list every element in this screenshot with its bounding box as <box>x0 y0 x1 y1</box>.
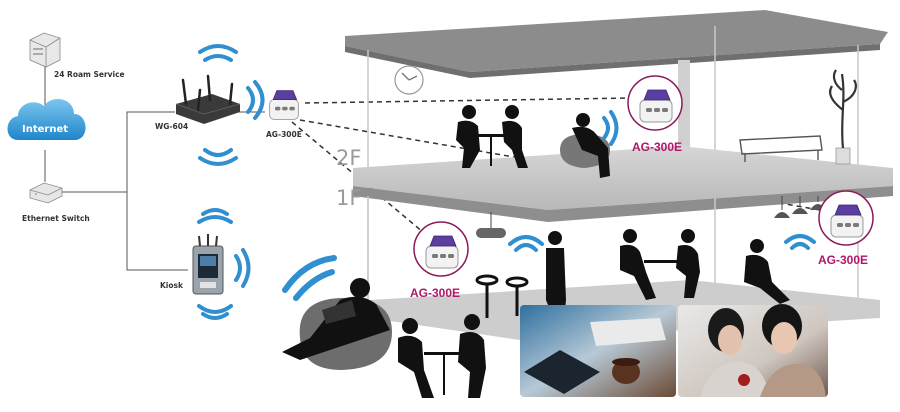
internet-cloud-icon <box>7 99 86 140</box>
photo-women <box>678 304 828 397</box>
printer-2f-label: AG-300E <box>632 140 683 154</box>
printer-1f-icon <box>413 221 469 277</box>
printer-right-label: AG-300E <box>818 253 869 267</box>
access-point-label: WG-604 <box>155 122 189 131</box>
printer-right-icon <box>818 190 874 246</box>
network-links <box>44 60 265 271</box>
wifi-signal-icons <box>197 44 265 320</box>
ethernet-switch-label: Ethernet Switch <box>22 214 90 223</box>
photo-laptop <box>520 305 676 397</box>
printer-1f-label: AG-300E <box>410 286 461 300</box>
floor-1f-label: 1F <box>336 186 362 210</box>
internet-label: Internet <box>22 124 69 135</box>
printer-main-label: AG-300E <box>266 130 302 139</box>
kiosk-label: Kiosk <box>160 281 183 290</box>
server-icon <box>29 32 61 68</box>
kiosk-icon <box>192 234 224 295</box>
printer-2f-icon <box>627 75 683 131</box>
printer-main-icon <box>269 90 299 120</box>
wifi-signal-icons-building <box>282 110 816 301</box>
ethernet-switch-icon <box>29 182 63 204</box>
access-point-icon <box>175 74 241 124</box>
floor-2f-label: 2F <box>336 146 362 170</box>
roam-service-label: 24 Roam Service <box>54 70 125 79</box>
